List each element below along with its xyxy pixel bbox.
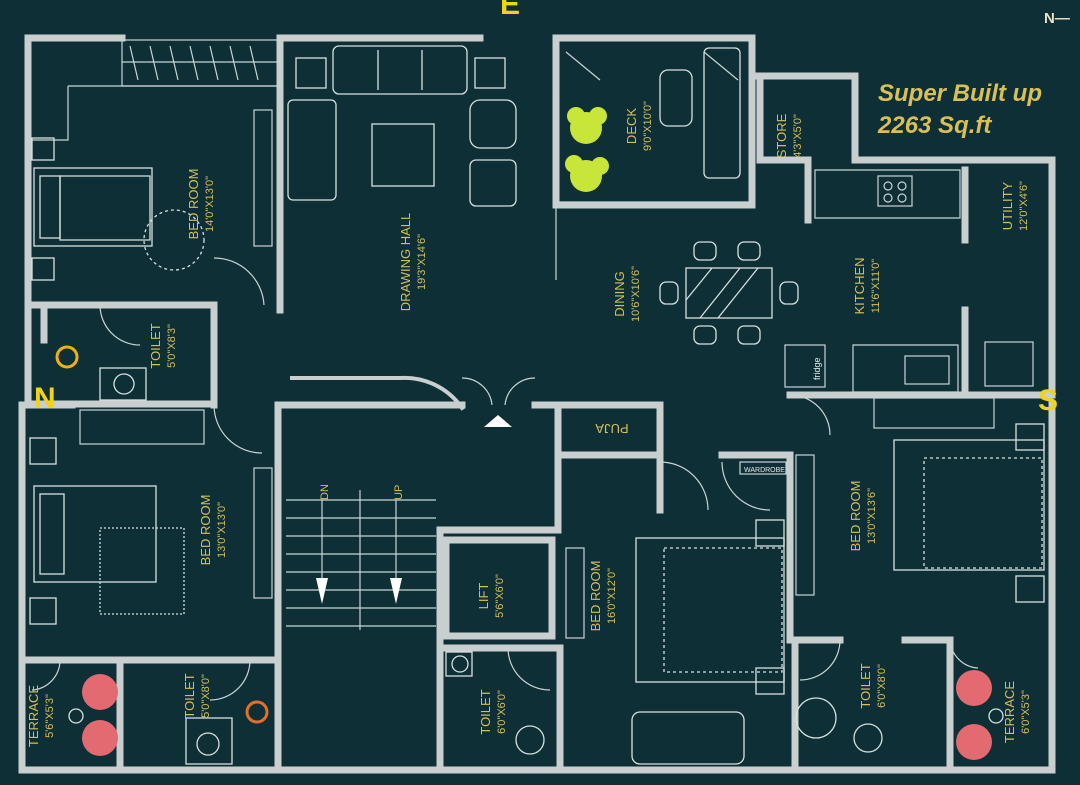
north-indicator: N— bbox=[1044, 10, 1070, 27]
svg-text:11'6"X11'0": 11'6"X11'0" bbox=[870, 259, 882, 314]
room-toilet-nw: TOILET 5'0"X8'3" bbox=[148, 323, 178, 368]
svg-text:TERRACE: TERRACE bbox=[26, 685, 41, 747]
svg-text:LIFT: LIFT bbox=[476, 583, 491, 610]
room-toilet-se: TOILET 6'0"X8'0" bbox=[858, 663, 888, 708]
room-bedroom-s: BED ROOM 16'0"X12'0" bbox=[588, 561, 618, 632]
svg-text:STORE: STORE bbox=[774, 113, 789, 158]
room-lift: LIFT 5'6"X6'0" bbox=[476, 574, 506, 618]
compass-east: E bbox=[500, 0, 520, 21]
svg-text:6'0"X8'0": 6'0"X8'0" bbox=[876, 664, 888, 708]
svg-text:KITCHEN: KITCHEN bbox=[852, 257, 867, 314]
svg-text:6'0"X5'3": 6'0"X5'3" bbox=[1020, 690, 1032, 734]
svg-text:TOILET: TOILET bbox=[148, 323, 163, 368]
svg-text:TOILET: TOILET bbox=[478, 689, 493, 734]
svg-text:9'0"X10'0": 9'0"X10'0" bbox=[642, 101, 654, 151]
svg-text:TOILET: TOILET bbox=[182, 673, 197, 718]
summary-line-2: 2263 Sq.ft bbox=[878, 112, 992, 139]
svg-text:TERRACE: TERRACE bbox=[1002, 681, 1017, 743]
svg-text:4'3"X5'0": 4'3"X5'0" bbox=[792, 114, 804, 158]
svg-text:BED ROOM: BED ROOM bbox=[588, 561, 603, 632]
fridge-label: fridge bbox=[812, 357, 822, 380]
room-store: STORE 4'3"X5'0" bbox=[774, 113, 804, 158]
staircase: DN UP bbox=[286, 484, 436, 630]
room-deck: DECK 9'0"X10'0" bbox=[624, 101, 654, 151]
details bbox=[30, 39, 1034, 701]
compass-markers: E N S bbox=[34, 0, 1058, 417]
svg-text:10'6"X10'6": 10'6"X10'6" bbox=[630, 266, 642, 322]
super-built-up-area: Super Built up 2263 Sq.ft bbox=[878, 78, 1042, 142]
svg-text:6'0"X6'0": 6'0"X6'0" bbox=[496, 690, 508, 734]
room-bedroom-master-nw: BED ROOM 14'0"X13'0" bbox=[186, 169, 216, 240]
svg-text:5'0"X8'0": 5'0"X8'0" bbox=[200, 674, 212, 718]
room-kitchen: KITCHEN 11'6"X11'0" bbox=[852, 257, 882, 314]
svg-text:UTILITY: UTILITY bbox=[1000, 181, 1015, 230]
furniture bbox=[29, 45, 1045, 765]
svg-text:BED ROOM: BED ROOM bbox=[848, 481, 863, 552]
compass-north: N bbox=[34, 382, 56, 415]
wardrobe-label: WARDROBE bbox=[744, 467, 785, 474]
svg-text:DRAWING HALL: DRAWING HALL bbox=[398, 213, 413, 311]
svg-text:DECK: DECK bbox=[624, 108, 639, 144]
svg-text:13'0"X13'0": 13'0"X13'0" bbox=[216, 502, 228, 558]
svg-text:16'0"X12'0": 16'0"X12'0" bbox=[606, 568, 618, 624]
room-toilet-sw: TOILET 5'0"X8'0" bbox=[182, 673, 212, 718]
room-drawing-hall: DRAWING HALL 19'3"X14'6" bbox=[398, 213, 428, 311]
svg-text:19'3"X14'6": 19'3"X14'6" bbox=[416, 234, 428, 290]
puja-label: PUJA bbox=[595, 421, 629, 436]
svg-text:TOILET: TOILET bbox=[858, 663, 873, 708]
room-utility: UTILITY 12'0"X4'6" bbox=[1000, 181, 1030, 231]
compass-south: S bbox=[1038, 384, 1058, 417]
room-terrace-e: TERRACE 6'0"X5'3" bbox=[1002, 681, 1032, 743]
svg-text:13'0"X13'6": 13'0"X13'6" bbox=[866, 488, 878, 544]
svg-text:BED ROOM: BED ROOM bbox=[198, 495, 213, 566]
svg-text:DINING: DINING bbox=[612, 271, 627, 317]
svg-text:BED ROOM: BED ROOM bbox=[186, 169, 201, 240]
room-bedroom-w: BED ROOM 13'0"X13'0" bbox=[198, 495, 228, 566]
walls bbox=[18, 34, 1056, 774]
room-bedroom-e: BED ROOM 13'0"X13'6" bbox=[848, 481, 878, 552]
svg-text:5'6"X5'3": 5'6"X5'3" bbox=[44, 694, 56, 738]
room-toilet-s: TOILET 6'0"X6'0" bbox=[478, 689, 508, 734]
room-terrace-w: TERRACE 5'6"X5'3" bbox=[26, 685, 56, 747]
room-dining: DINING 10'6"X10'6" bbox=[612, 266, 642, 322]
svg-text:5'6"X6'0": 5'6"X6'0" bbox=[494, 574, 506, 618]
stair-dn-label: DN bbox=[319, 484, 331, 500]
svg-text:5'0"X8'3": 5'0"X8'3" bbox=[166, 324, 178, 368]
room-labels: BED ROOM 14'0"X13'0" DRAWING HALL 19'3"X… bbox=[26, 101, 1032, 747]
svg-text:14'0"X13'0": 14'0"X13'0" bbox=[204, 176, 216, 232]
stair-up-label: UP bbox=[393, 485, 405, 500]
svg-text:12'0"X4'6": 12'0"X4'6" bbox=[1018, 181, 1030, 231]
summary-line-1: Super Built up bbox=[878, 80, 1042, 107]
